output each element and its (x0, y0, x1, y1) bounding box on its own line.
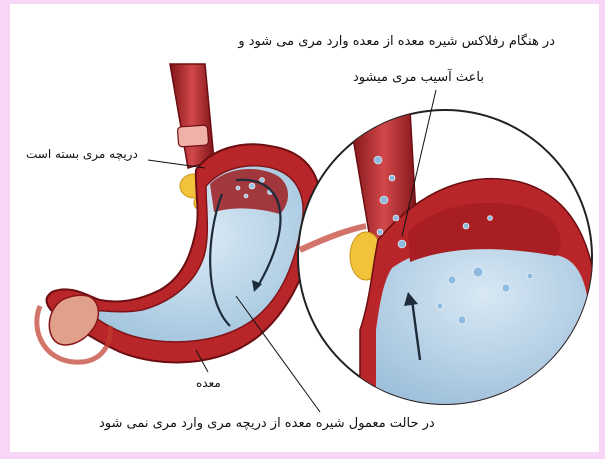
main-stomach (37, 64, 320, 362)
sphincter-closed-label: دریچه مری بسته است (26, 147, 138, 161)
zoom-juice (376, 245, 590, 410)
esophagus-ring (177, 125, 208, 147)
esophagus (170, 64, 214, 168)
zoom-circle (298, 110, 596, 410)
reflux-caption-line-2: باعث آسیب مری میشود (353, 70, 484, 85)
stomach-label: معده (196, 376, 221, 390)
fundus (210, 169, 288, 214)
reflux-caption-line-1: در هنگام رفلاکس شیره معده از معده وارد م… (238, 34, 555, 49)
normal-state-caption: در حالت معمول شیره معده از دریچه مری وار… (99, 416, 435, 431)
